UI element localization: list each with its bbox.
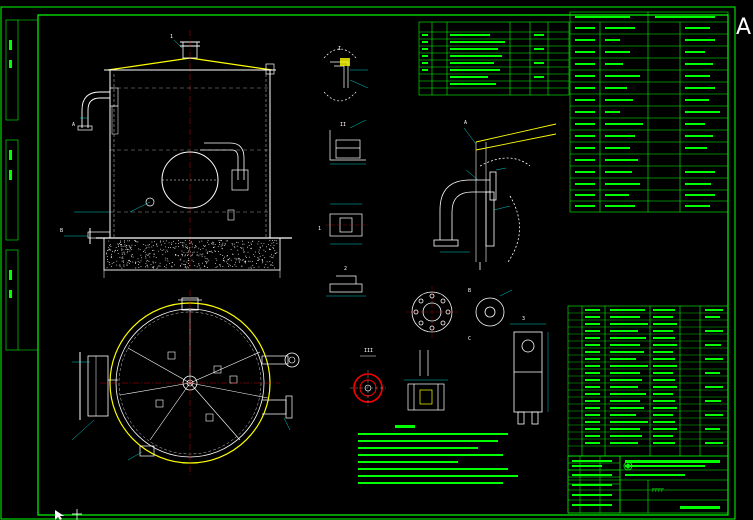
detail-view-i — [323, 48, 369, 102]
detail-ii-label: II — [340, 122, 346, 128]
detail-iii-label: III — [364, 348, 373, 354]
vessel-plan-view — [79, 290, 300, 476]
sheet-ref-text: FFFF — [652, 488, 664, 494]
elbow-leaders — [463, 127, 511, 211]
section-view-2 — [326, 275, 366, 297]
crosshair-icon — [72, 509, 82, 520]
support-detail — [404, 350, 448, 411]
bom-rows — [568, 312, 728, 447]
elevation-leaders — [64, 39, 183, 237]
round-detail-red — [350, 355, 386, 406]
design-data-table — [569, 11, 729, 213]
left-margin-ticks — [9, 40, 12, 298]
section-2-label: 2 — [344, 266, 347, 272]
parts-list-table — [418, 21, 570, 96]
bom-text-fill — [585, 309, 723, 444]
inner-sheet-border — [37, 14, 729, 516]
design-data-text-fill — [575, 16, 720, 207]
foundation-concrete-hatch — [106, 240, 278, 269]
company-logo-icon — [623, 461, 633, 471]
top-nozzle-mark: 1 — [170, 34, 173, 40]
outer-sheet-border — [0, 6, 736, 520]
parts-list-text-fill — [422, 34, 544, 85]
plan-leaders — [71, 361, 291, 461]
cursor-arrow-icon — [55, 510, 64, 520]
section-c-label: C — [468, 336, 471, 342]
section-view-1 — [325, 203, 368, 245]
vessel-mark-a: A — [72, 122, 75, 128]
vessel-mark-b: B — [60, 228, 63, 234]
corner-mark: A — [736, 15, 751, 40]
section-b-label: B — [468, 288, 471, 294]
left-margin-strip — [5, 19, 38, 351]
revision-table — [567, 455, 621, 514]
title-block-text-fill — [572, 460, 720, 509]
vessel-elevation — [77, 30, 292, 278]
detail-view-ii — [329, 119, 367, 165]
technical-notes — [358, 425, 518, 484]
flange-detail — [406, 286, 513, 338]
section-3-label: 3 — [522, 316, 525, 322]
detail-i-label: I — [338, 46, 341, 52]
nozzle-elbow-detail — [433, 123, 557, 270]
bracket-detail — [510, 323, 549, 425]
section-1-label: 1 — [318, 226, 321, 232]
section-a-label: A — [464, 120, 467, 126]
